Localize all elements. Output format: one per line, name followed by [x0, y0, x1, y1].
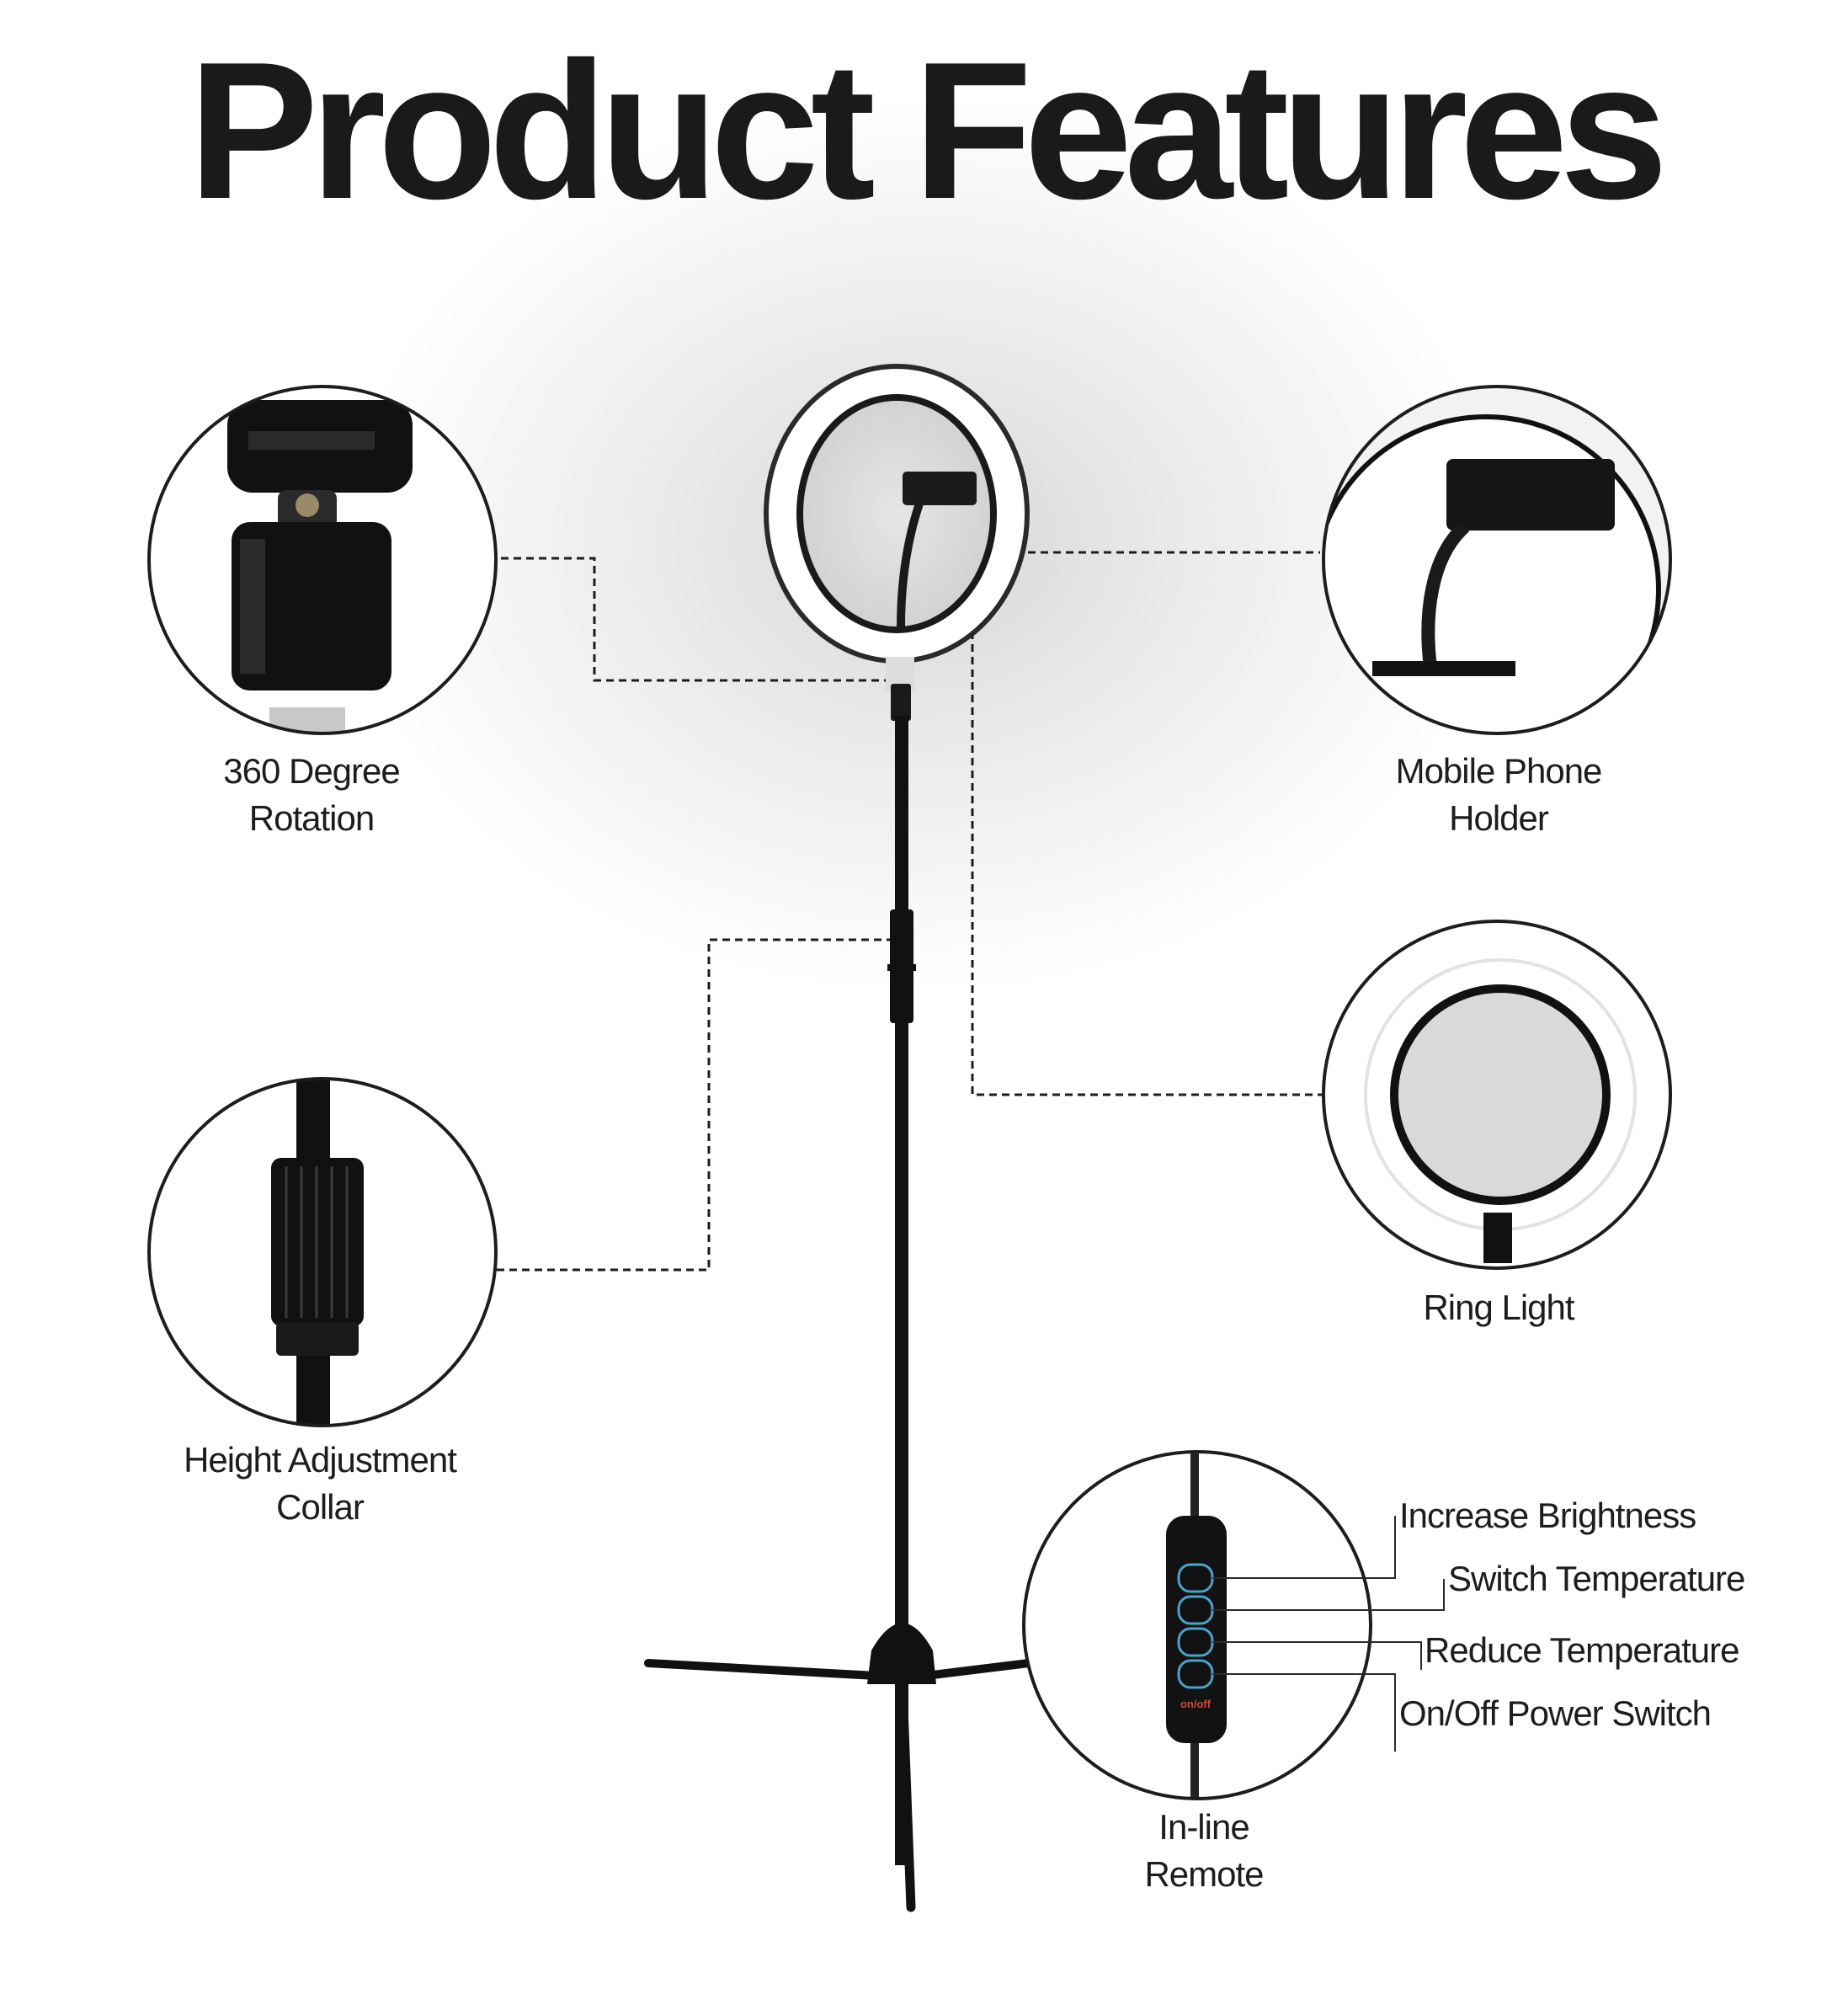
label-reduce-temperature: Reduce Temperature [1425, 1630, 1739, 1670]
label-remote: In-line Remote [1078, 1804, 1330, 1898]
label-rotation-line2: Rotation [248, 798, 375, 838]
label-increase-brightness: Increase Brightness [1399, 1496, 1696, 1535]
detail-circle-phone-holder [1322, 385, 1672, 735]
detail-circle-remote: on/off [1022, 1450, 1372, 1800]
tripod-leg-front [897, 1679, 916, 1912]
stand-base [867, 1623, 936, 1684]
page-title: Product Features [188, 22, 1669, 240]
label-remote-line2: Remote [1144, 1854, 1264, 1894]
label-rotation: 360 Degree Rotation [168, 748, 455, 842]
label-rotation-line1: 360 Degree [223, 751, 401, 791]
leader-ring-light [971, 632, 1323, 1096]
label-remote-line1: In-line [1158, 1807, 1249, 1847]
label-height-collar-line2: Collar [276, 1487, 365, 1527]
label-phone-holder-line1: Mobile Phone [1395, 751, 1603, 791]
tripod-leg-left [644, 1659, 880, 1680]
label-ring-light: Ring Light [1339, 1284, 1659, 1331]
label-phone-holder: Mobile Phone Holder [1339, 748, 1659, 842]
label-height-collar-line1: Height Adjustment [184, 1440, 457, 1480]
leader-rotation [476, 557, 892, 682]
ring-inner [796, 394, 997, 633]
stand-phone-clamp [903, 472, 977, 505]
detail-circle-height-collar [147, 1077, 498, 1427]
tripod-leg-right [922, 1659, 1033, 1680]
label-ring-light-line1: Ring Light [1423, 1288, 1574, 1327]
detail-circle-rotation [147, 385, 498, 735]
remote-power-text: on/off [1180, 1698, 1212, 1710]
leader-height-collar [497, 938, 891, 1272]
remote-leader-lines [1212, 1516, 1445, 1752]
detail-circle-ring-light [1322, 920, 1672, 1270]
ring-light-stand [644, 364, 1033, 1912]
label-switch-temperature: Switch Temperature [1448, 1559, 1745, 1598]
label-power-switch: On/Off Power Switch [1399, 1693, 1712, 1733]
label-height-collar: Height Adjustment Collar [143, 1437, 497, 1531]
label-phone-holder-line2: Holder [1449, 798, 1549, 838]
